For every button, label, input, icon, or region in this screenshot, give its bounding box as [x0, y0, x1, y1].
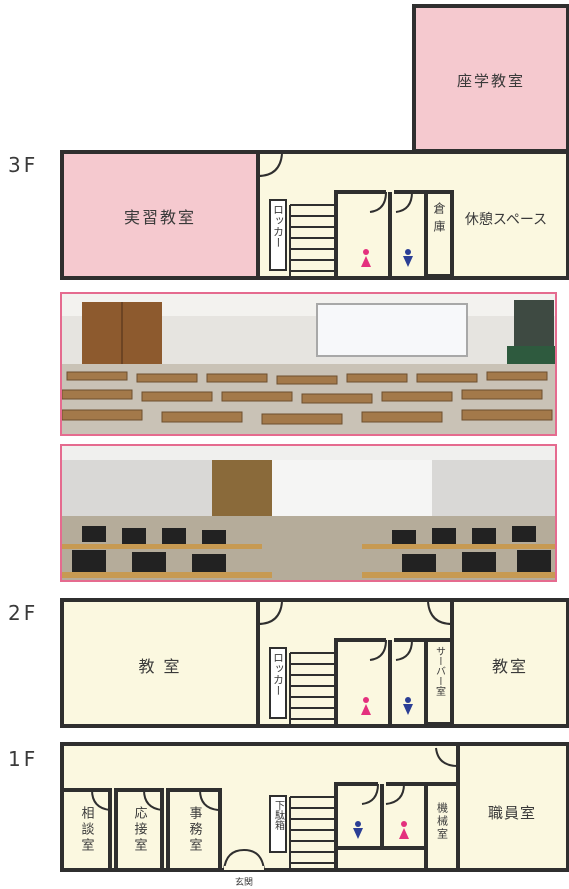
- zaigaku-label: 座学教室: [457, 72, 525, 90]
- practical-classroom-photo: [60, 292, 557, 436]
- server-room-label: サーバー室: [434, 646, 446, 696]
- shokuin-label: 職員室: [488, 804, 536, 822]
- server-room: [424, 638, 454, 726]
- locker-2f-label: ロッカー: [272, 652, 285, 696]
- floor-3: [60, 4, 569, 280]
- classroom-right-label: 教室: [492, 657, 528, 676]
- shoe-box: [269, 795, 287, 853]
- floor-2: [60, 598, 569, 728]
- stairs-3f: [289, 204, 336, 277]
- jisshu-label: 実習教室: [124, 208, 196, 227]
- kyuukei-label: 休憩スペース: [465, 211, 547, 228]
- locker-2f: [269, 647, 287, 719]
- zaigaku-classroom[interactable]: [412, 4, 569, 153]
- soudan-room[interactable]: [60, 788, 112, 872]
- soudan-label: 相談室: [79, 806, 95, 854]
- floor-1: [60, 742, 569, 872]
- floor2-label: 2F: [8, 601, 38, 625]
- jisshu-classroom[interactable]: [64, 154, 258, 276]
- kikai-room: [424, 782, 460, 872]
- practical-classroom-image: [62, 294, 555, 434]
- locker-3f: [269, 199, 287, 271]
- stairs-1f: [289, 796, 336, 869]
- stairs-2f: [289, 652, 336, 725]
- floor3-label: 3F: [8, 153, 38, 177]
- computer-room-photo: [60, 444, 557, 582]
- locker-3f-label: ロッカー: [272, 204, 285, 248]
- floor1-label: 1F: [8, 747, 38, 771]
- souko-3f: [424, 190, 454, 278]
- souko-label: 倉庫: [432, 201, 446, 238]
- entrance-label: 玄関: [235, 876, 253, 888]
- jimu-room[interactable]: [166, 788, 222, 872]
- kikai-label: 機械室: [436, 801, 449, 841]
- ousetsu-room[interactable]: [114, 788, 164, 872]
- computer-room-image: [62, 446, 555, 580]
- classroom-left-label: 教 室: [138, 657, 181, 676]
- shoe-box-label: 下駄箱: [273, 800, 285, 831]
- jimu-label: 事務室: [187, 806, 203, 854]
- ousetsu-label: 応接室: [132, 806, 148, 854]
